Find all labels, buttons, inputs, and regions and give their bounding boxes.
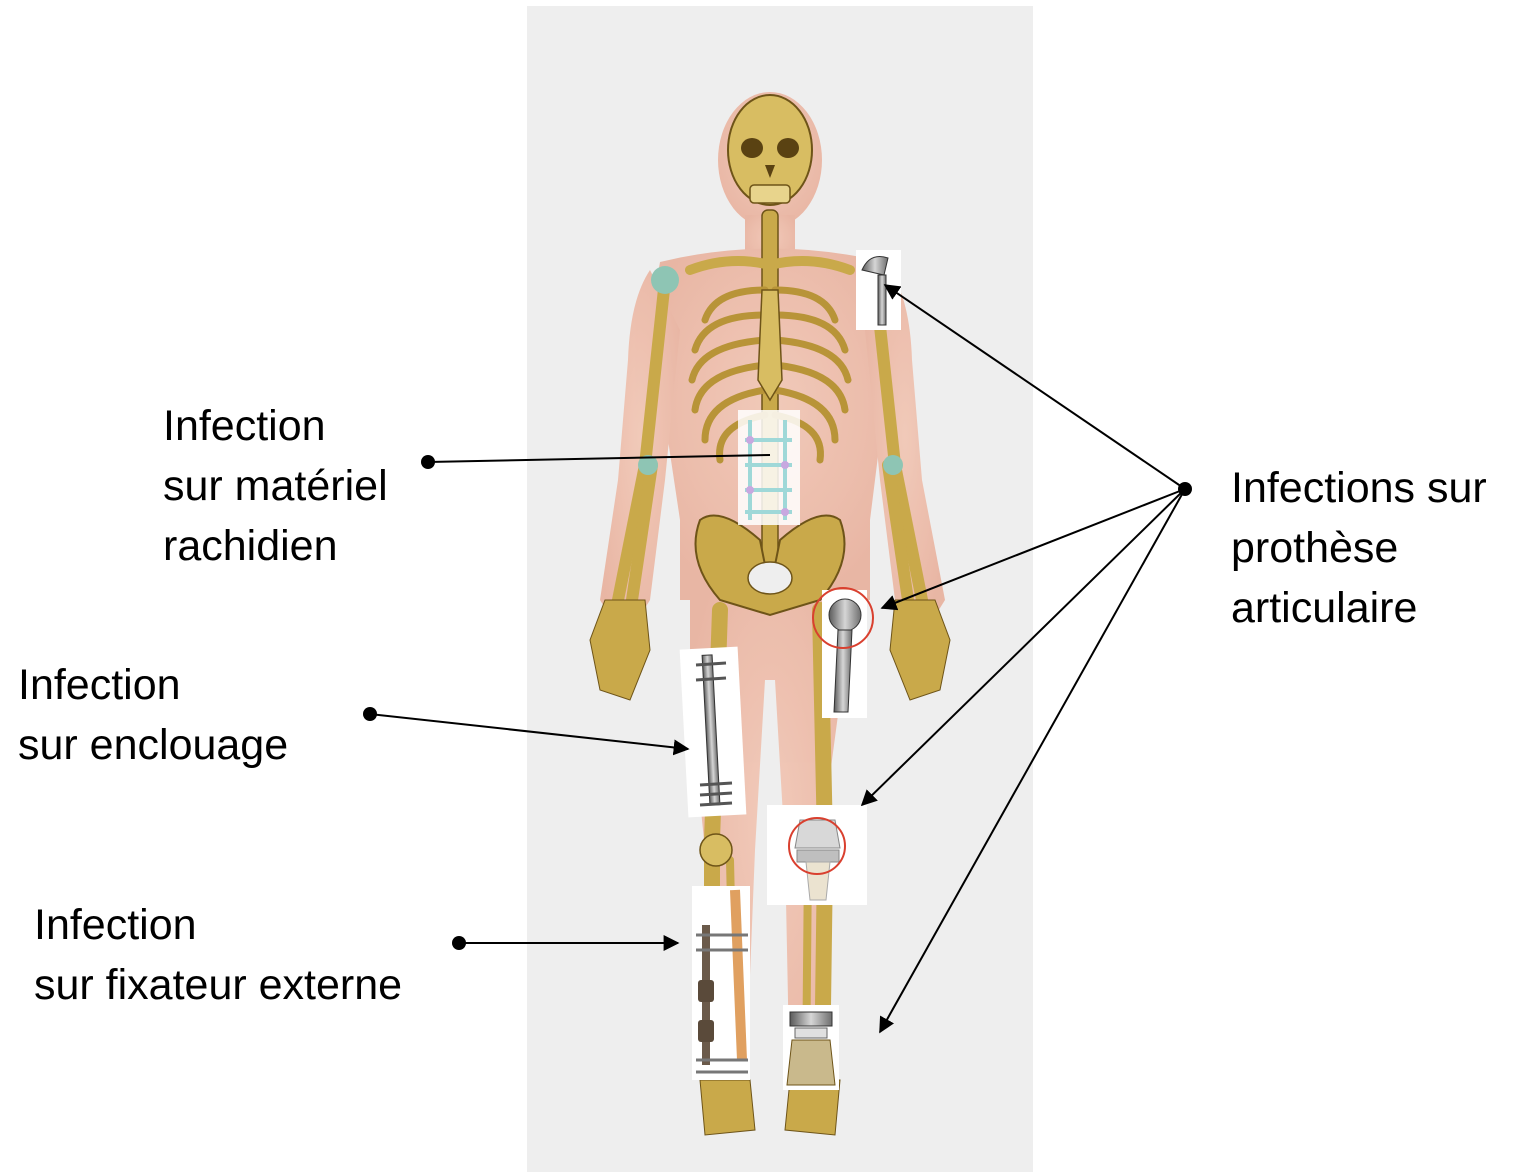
shoulder-prosthesis-icon xyxy=(856,250,901,330)
label-fixator-line2: sur fixateur externe xyxy=(34,955,402,1015)
label-prosthesis-line1: Infections sur xyxy=(1231,458,1487,518)
label-prosthesis-infection: Infections sur prothèse articulaire xyxy=(1231,458,1487,638)
knee-prosthesis-icon xyxy=(767,805,867,905)
external-fixator-icon xyxy=(692,886,750,1080)
label-nail-line1: Infection xyxy=(18,655,288,715)
label-prosthesis-line2: prothèse xyxy=(1231,518,1487,578)
ankle-prosthesis-icon xyxy=(783,1005,839,1090)
label-spinal-line1: Infection xyxy=(163,396,388,456)
label-fixator-line1: Infection xyxy=(34,895,402,955)
label-spinal-line3: rachidien xyxy=(163,516,388,576)
spinal-implant-icon xyxy=(738,410,800,525)
label-fixator-infection: Infection sur fixateur externe xyxy=(34,895,402,1015)
label-prosthesis-line3: articulaire xyxy=(1231,578,1487,638)
label-nail-infection: Infection sur enclouage xyxy=(18,655,288,775)
label-nail-line2: sur enclouage xyxy=(18,715,288,775)
label-spinal-line2: sur matériel xyxy=(163,456,388,516)
intramedullary-nail-icon xyxy=(680,647,747,818)
label-spinal-infection: Infection sur matériel rachidien xyxy=(163,396,388,576)
hip-prosthesis-icon xyxy=(813,588,873,718)
